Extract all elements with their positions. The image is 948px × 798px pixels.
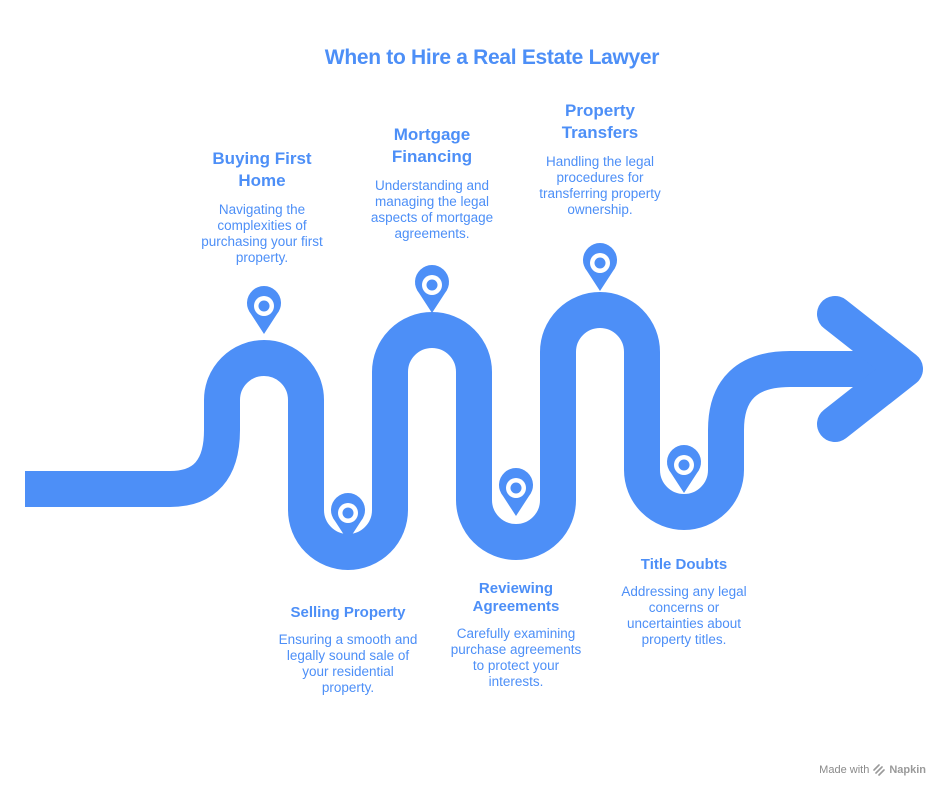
made-with-footer: Made with Napkin bbox=[819, 764, 926, 776]
step-mortgage-financing: Mortgage Financing Understanding and man… bbox=[354, 124, 510, 242]
napkin-logo-icon bbox=[873, 764, 886, 776]
step-description: Understanding and managing the legal asp… bbox=[370, 178, 494, 241]
step-selling-property: Selling Property Ensuring a smooth and l… bbox=[268, 604, 428, 696]
location-pin-icon bbox=[583, 243, 617, 291]
step-heading: Mortgage Financing bbox=[391, 125, 473, 166]
step-heading: Title Doubts bbox=[640, 556, 728, 573]
step-reviewing-agreements: Reviewing Agreements Carefully examining… bbox=[436, 580, 596, 690]
step-property-transfers: Property Transfers Handling the legal pr… bbox=[522, 100, 678, 218]
step-description: Navigating the complexities of purchasin… bbox=[201, 202, 323, 265]
napkin-brand: Napkin bbox=[889, 764, 926, 776]
made-with-label: Made with bbox=[819, 764, 870, 776]
step-heading: Property Transfers bbox=[561, 101, 639, 142]
step-heading: Buying First Home bbox=[212, 149, 312, 190]
road-path bbox=[25, 292, 905, 570]
step-description: Ensuring a smooth and legally sound sale… bbox=[278, 632, 418, 695]
location-pin-icon bbox=[331, 493, 365, 541]
step-buying-first-home: Buying First Home Navigating the complex… bbox=[184, 148, 340, 266]
step-description: Addressing any legal concerns or uncerta… bbox=[621, 584, 747, 647]
step-description: Handling the legal procedures for transf… bbox=[539, 154, 661, 217]
location-pin-icon bbox=[415, 265, 449, 313]
step-description: Carefully examining purchase agreements … bbox=[450, 626, 582, 689]
step-title-doubts: Title Doubts Addressing any legal concer… bbox=[604, 556, 764, 648]
step-heading: Reviewing Agreements bbox=[472, 580, 560, 615]
arrow-head bbox=[817, 296, 923, 442]
diagram-title: When to Hire a Real Estate Lawyer bbox=[324, 46, 660, 69]
location-pin-icon bbox=[499, 468, 533, 516]
location-pin-icon bbox=[667, 445, 701, 493]
step-heading: Selling Property bbox=[290, 604, 406, 621]
location-pin-icon bbox=[247, 286, 281, 334]
